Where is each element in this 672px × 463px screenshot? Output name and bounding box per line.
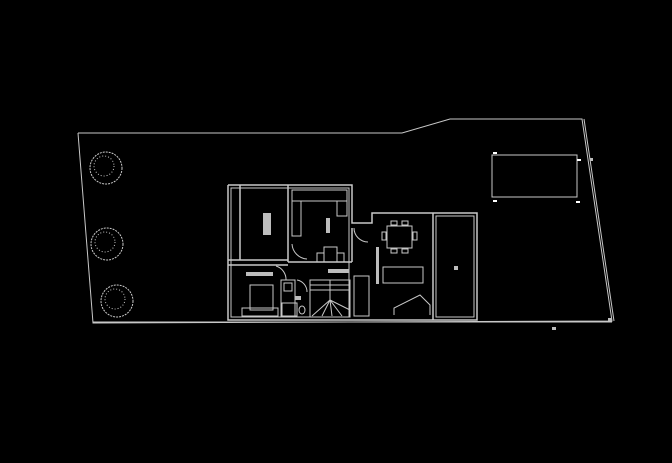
site-boundary: [77, 118, 613, 324]
site-boundary-inner: [583, 118, 615, 322]
bedroom: [228, 264, 288, 317]
garage: [228, 185, 288, 261]
survey-marker: [590, 158, 593, 161]
survey-marker: [608, 318, 612, 321]
living-room: [351, 213, 434, 320]
house: [227, 184, 478, 321]
carport: [435, 215, 475, 318]
survey-marker: [552, 327, 556, 330]
staircase: [309, 269, 351, 318]
kitchen: [287, 185, 352, 263]
tree: [89, 151, 123, 185]
tree: [100, 284, 134, 318]
tree: [90, 227, 124, 261]
exterior-wall: [227, 184, 478, 321]
bathroom: [280, 279, 308, 317]
pool: [491, 152, 581, 203]
